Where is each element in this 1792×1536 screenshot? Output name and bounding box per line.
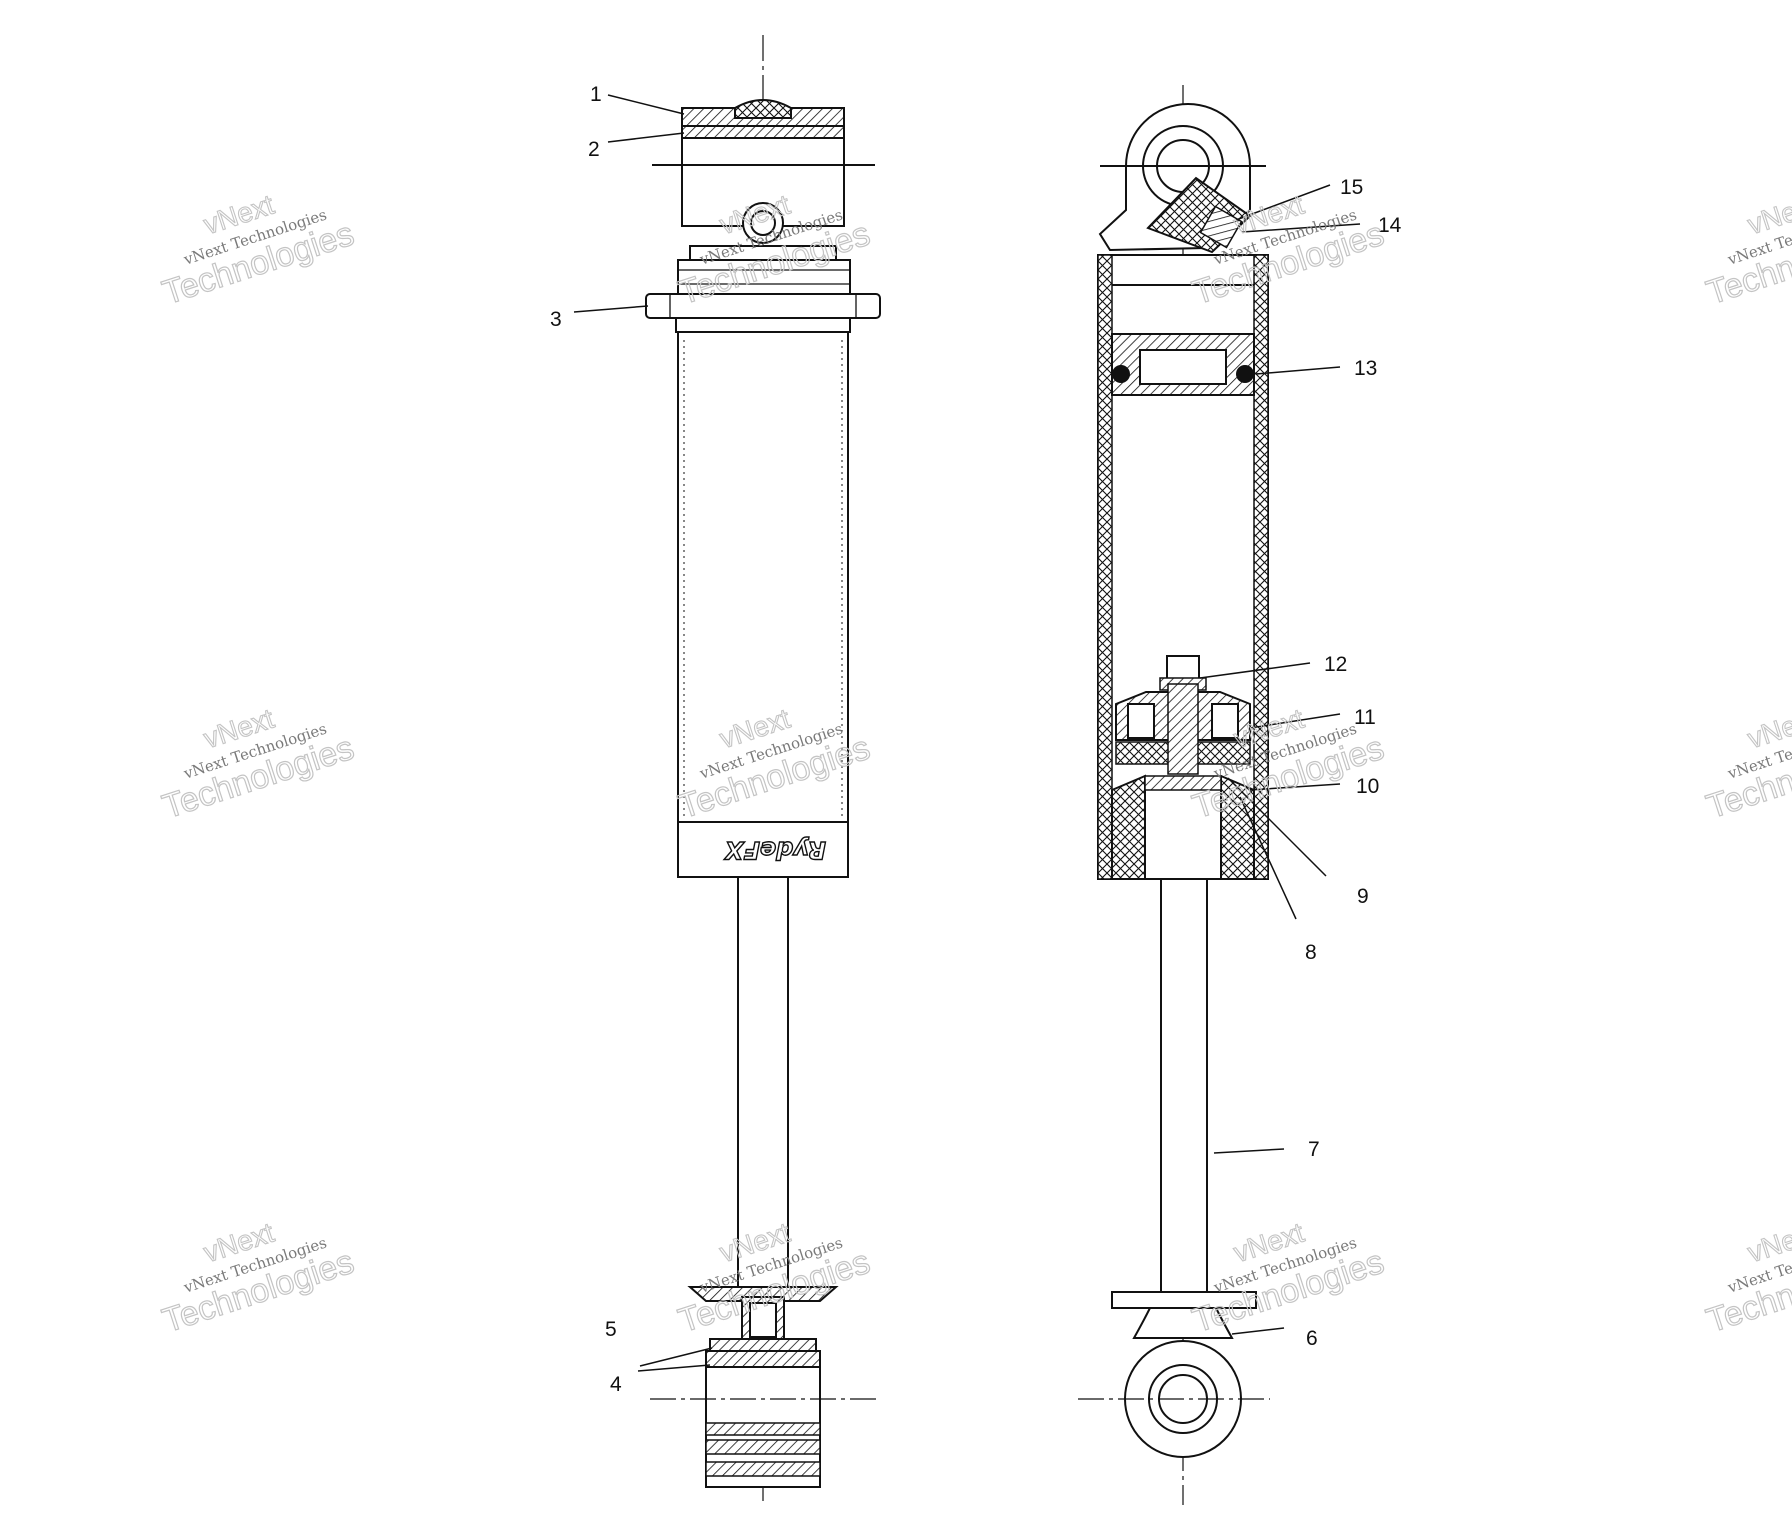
callout-10: 10	[1356, 775, 1379, 798]
exterior-view: RydeFX	[645, 35, 881, 1505]
shock-body	[677, 331, 849, 878]
leader-lines	[573, 94, 1361, 1372]
fill-valve-inner	[750, 210, 776, 236]
section-view	[1078, 85, 1270, 1505]
bottom-washer	[709, 1338, 817, 1352]
valve-core	[1199, 205, 1243, 249]
seal-head-right	[1220, 774, 1255, 880]
body-wall-right	[1253, 254, 1269, 880]
body-wall-left	[1097, 254, 1113, 880]
callout-5: 5	[605, 1318, 617, 1341]
callout-8: 8	[1305, 941, 1317, 964]
callout-3: 3	[550, 308, 562, 331]
callout-12: 12	[1324, 653, 1347, 676]
callout-1: 1	[590, 83, 602, 106]
brand-logo: RydeFX	[723, 835, 827, 864]
bottom-bushing	[705, 1350, 821, 1368]
callout-2: 2	[588, 138, 600, 161]
callout-6: 6	[1306, 1327, 1318, 1350]
callout-9: 9	[1357, 885, 1369, 908]
bottom-bumper-plate	[687, 1286, 839, 1302]
ring-lip	[675, 317, 851, 333]
top-washer	[681, 125, 845, 139]
piston-oring-left	[1112, 365, 1130, 383]
piston-shaft	[1160, 878, 1208, 1300]
top-bushing-dome	[734, 99, 792, 119]
callout-13: 13	[1354, 357, 1377, 380]
callouts: 1 2 3 4 5 6 7 8 9 10 11 12 13 14 15	[550, 83, 1402, 1396]
piston-rod-exterior	[737, 876, 789, 1288]
seal-head-left	[1111, 774, 1146, 880]
callout-15: 15	[1340, 176, 1363, 199]
watermarks: vNext vNext Technologies Technologies vN…	[157, 188, 1792, 1341]
piston-oring-right	[1236, 365, 1254, 383]
threaded-collar	[677, 259, 851, 295]
callout-7: 7	[1308, 1138, 1320, 1161]
callout-11: 11	[1354, 706, 1376, 729]
svg-text:RydeFX: RydeFX	[724, 836, 826, 864]
callout-14: 14	[1378, 214, 1402, 237]
bumper	[1144, 775, 1222, 791]
callout-4: 4	[610, 1373, 622, 1396]
